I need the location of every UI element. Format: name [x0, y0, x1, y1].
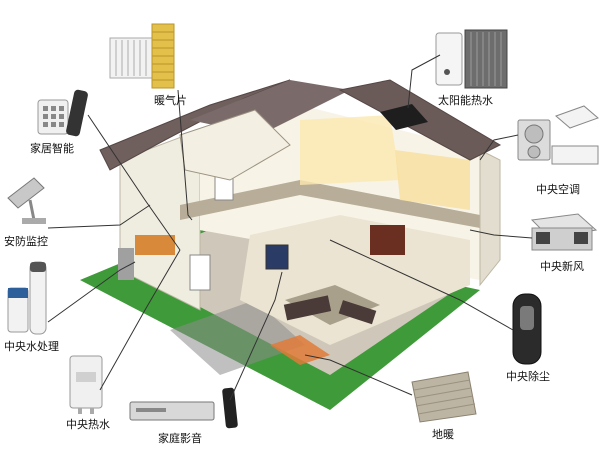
label-central-ac: 中央空调	[536, 182, 580, 196]
leader-dust	[329, 239, 514, 331]
label-security: 安防监控	[4, 234, 48, 248]
label-fresh-air: 中央新风	[540, 259, 584, 273]
pavement	[170, 300, 305, 375]
upper-floor	[180, 180, 480, 228]
leader-radiator	[177, 89, 193, 221]
central-ac-icon	[517, 105, 599, 165]
radiator-icon	[109, 23, 175, 89]
leader-ac	[479, 134, 519, 161]
roof-solar-panel	[380, 104, 428, 130]
sofa	[283, 295, 332, 321]
kitchen-cabinet	[135, 235, 175, 255]
leader-fresh-air	[469, 229, 533, 239]
water-treatment-icon	[7, 261, 47, 335]
label-home-theater: 家庭影音	[158, 431, 202, 445]
label-floor-heating: 地暖	[432, 428, 454, 441]
water-heater-icon	[69, 355, 103, 414]
fresh-air-unit-icon	[530, 213, 598, 251]
leader-water-heater	[99, 249, 181, 391]
label-dust-removal: 中央除尘	[506, 369, 550, 383]
window-lower	[189, 254, 211, 291]
leader-floor	[304, 354, 413, 396]
upper-room-right	[395, 150, 470, 210]
leader-smart-home	[87, 114, 181, 251]
label-radiator: 暖气片	[154, 93, 187, 107]
rug	[285, 285, 380, 325]
label-water-heater: 中央热水	[66, 418, 110, 431]
floor-heating-icon	[411, 371, 477, 423]
label-water-treatment: 中央水处理	[4, 340, 59, 353]
leader-theater	[229, 271, 283, 401]
label-solar-water: 太阳能热水	[438, 93, 493, 107]
leader-lines	[47, 54, 533, 401]
cabinet	[370, 225, 405, 255]
home-theater-icon	[129, 387, 238, 429]
label-smart-home: 家居智能	[30, 141, 74, 155]
security-camera-icon	[7, 177, 46, 224]
leader-security	[47, 204, 151, 229]
left-wall	[119, 129, 201, 311]
right-wall	[479, 149, 501, 287]
solar-water-heater-icon	[435, 29, 508, 89]
sofa-2	[338, 300, 377, 325]
tv-screen	[265, 244, 289, 270]
leader-solar	[407, 54, 441, 109]
smart-home-keypad-icon	[37, 89, 88, 137]
water-tanks	[118, 248, 134, 280]
upper-room-glow	[300, 115, 400, 185]
house-illustration	[80, 79, 502, 410]
dust-removal-icon	[512, 293, 542, 365]
leader-water-treatment	[47, 261, 136, 323]
